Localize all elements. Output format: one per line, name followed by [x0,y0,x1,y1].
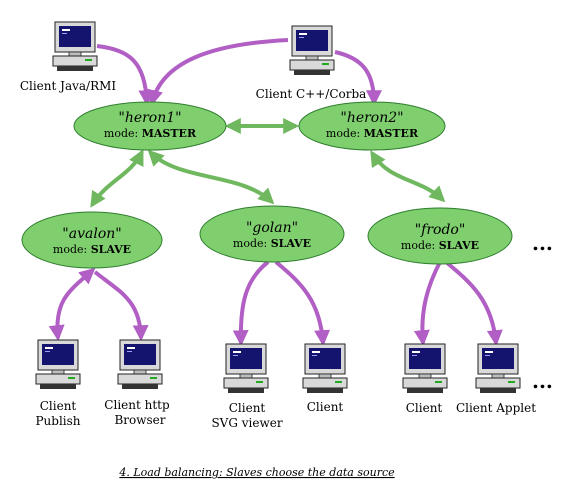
node-avalon: "avalon" mode: SLAVE [21,211,163,269]
computer-icon [35,339,81,390]
node-avalon-name: "avalon" [62,226,121,242]
client-golan-label: Client [307,400,344,414]
client-http-browser-label-1: Client http [104,398,170,412]
node-golan-mode: SLAVE [271,237,311,250]
node-golan: "golan" mode: SLAVE [199,205,345,263]
computer-icon [52,21,98,72]
node-heron2-name: "heron2" [340,110,403,126]
diagram-caption: 4. Load balancing: Slaves choose the dat… [118,466,395,479]
computer-icon [475,343,521,394]
client-cpp-corba-label: Client C++/Corba [256,87,367,101]
client-applet-label: Client Applet [456,401,536,415]
node-heron1: "heron1" mode: MASTER [73,101,227,151]
node-avalon-mode-prefix: mode: [53,243,91,256]
computer-icon [223,343,269,394]
more-servers-ellipsis: ... [532,231,553,255]
node-frodo-mode-prefix: mode: [401,239,439,252]
node-frodo-name: "frodo" [415,222,466,238]
computer-icon [402,343,448,394]
node-avalon-mode: SLAVE [91,243,131,256]
computer-icon [117,339,163,390]
node-heron2-mode-line: mode: MASTER [326,127,419,140]
node-golan-mode-line: mode: SLAVE [233,237,311,250]
node-heron2-mode-prefix: mode: [326,127,364,140]
node-heron2-mode: MASTER [364,127,419,140]
client-applet: Client Applet [456,343,536,415]
node-heron1-mode-line: mode: MASTER [104,127,197,140]
client-links [48,38,503,347]
client-svg-viewer: Client SVG viewer [211,343,283,430]
client-http-browser-label-2: Browser [114,413,165,427]
server-links [90,118,446,208]
node-heron1-name: "heron1" [118,110,181,126]
client-svg-viewer-label-1: Client [229,401,266,415]
computer-icon [302,343,348,394]
node-heron2: "heron2" mode: MASTER [298,101,446,151]
node-frodo: "frodo" mode: SLAVE [367,207,513,265]
node-avalon-mode-line: mode: SLAVE [53,243,131,256]
client-frodo-label: Client [406,401,443,415]
client-frodo: Client [402,343,448,415]
client-java-rmi: Client Java/RMI [20,21,117,93]
client-publish-label-2: Publish [35,414,80,428]
client-golan: Client [302,343,348,414]
client-publish-label-1: Client [40,399,77,413]
client-java-rmi-label: Client Java/RMI [20,79,117,93]
node-frodo-mode: SLAVE [439,239,479,252]
node-heron1-mode: MASTER [142,127,197,140]
node-golan-mode-prefix: mode: [233,237,271,250]
client-publish: Client Publish [35,339,81,428]
node-frodo-mode-line: mode: SLAVE [401,239,479,252]
node-golan-name: "golan" [246,220,298,236]
node-heron1-mode-prefix: mode: [104,127,142,140]
more-clients-ellipsis: ... [532,369,553,393]
client-http-browser: Client http Browser [104,339,170,427]
client-svg-viewer-label-2: SVG viewer [211,416,282,430]
computer-icon [289,25,335,76]
client-cpp-corba: Client C++/Corba [256,25,367,101]
